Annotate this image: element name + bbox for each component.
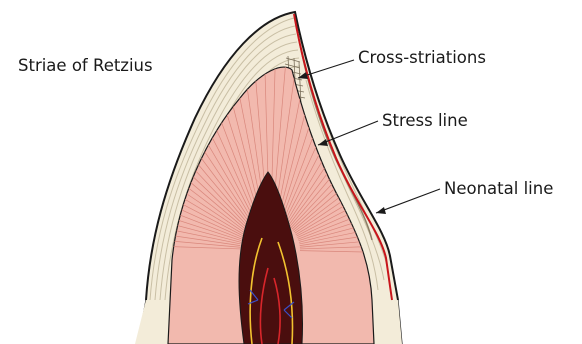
neonatal-line-arrowhead: [376, 207, 386, 214]
label-neonatal-line: Neonatal line: [444, 181, 553, 198]
neonatal-line-leader: [376, 189, 440, 213]
label-stress-line: Stress line: [382, 113, 468, 130]
label-striae-of-retzius: Striae of Retzius: [18, 58, 153, 75]
label-cross-striations: Cross-striations: [358, 50, 486, 67]
